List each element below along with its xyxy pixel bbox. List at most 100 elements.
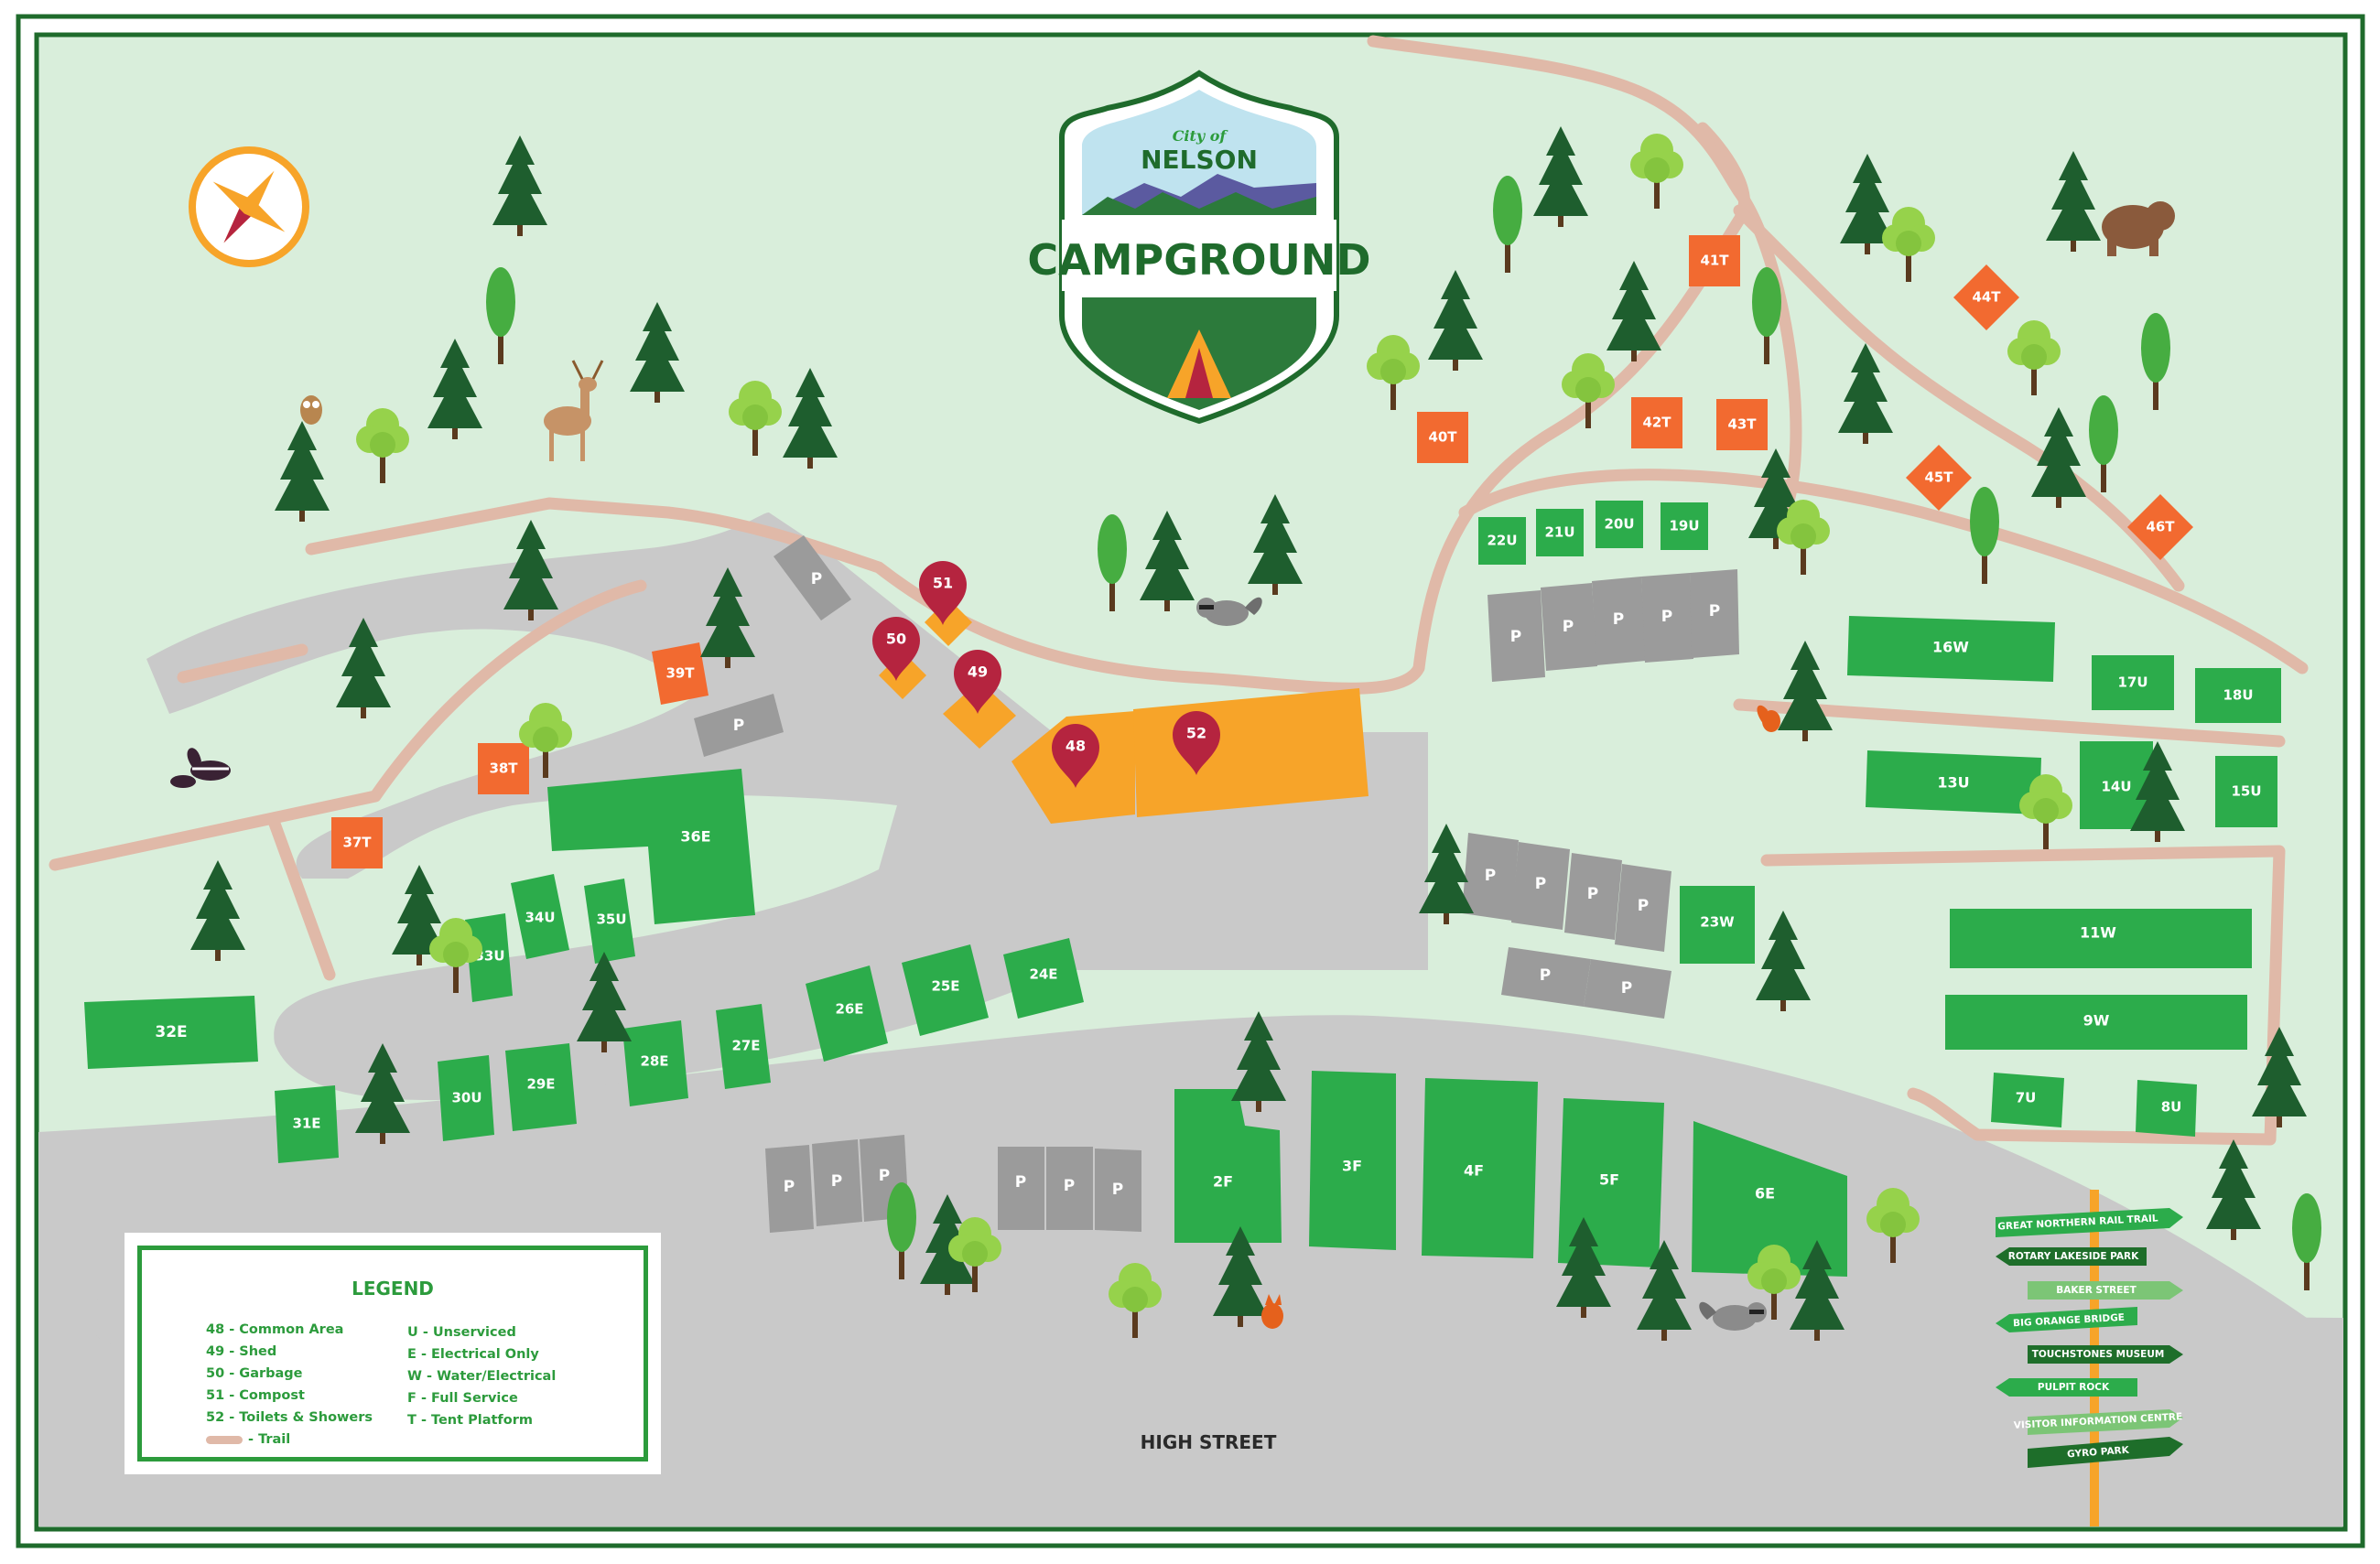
fox-icon [1261,1294,1283,1329]
marker-49[interactable]: 49 [954,650,1001,714]
svg-text:P: P [1510,628,1521,646]
parking-space[interactable]: P [1462,833,1519,921]
site-6E[interactable]: 6E [1692,1121,1847,1277]
parking-space[interactable]: P [1541,583,1597,671]
squirrel-icon [1757,705,1780,732]
site-38T[interactable]: 38T [478,743,529,794]
svg-text:8U: 8U [2161,1099,2182,1116]
parking-space[interactable]: P [1641,573,1693,663]
svg-text:20U: 20U [1604,516,1634,533]
site-2F[interactable]: 2F [1174,1089,1282,1243]
site-18U[interactable]: 18U [2195,668,2281,723]
toilets-showers-52[interactable] [1133,688,1368,817]
site-45T[interactable]: 45T [1906,445,1972,511]
svg-text:15U: 15U [2231,783,2261,800]
sign-great-northern-rail-trail[interactable]: GREAT NORTHERN RAIL TRAIL [1996,1208,2183,1237]
site-27E[interactable]: 27E [716,1004,771,1089]
parking-space[interactable]: P [1095,1149,1141,1232]
parking-space[interactable]: P [1501,947,1591,1007]
parking-space[interactable]: P [1488,590,1545,682]
parking-space[interactable]: P [1690,569,1739,658]
svg-text:P: P [784,1178,795,1196]
legend-item: E - Electrical Only [407,1347,539,1362]
site-3F[interactable]: 3F [1309,1071,1396,1250]
svg-text:43T: 43T [1727,416,1757,433]
parking-space[interactable]: P [1584,959,1671,1019]
sign-touchstones-museum[interactable]: TOUCHSTONES MUSEUM [2028,1345,2183,1364]
marker-50[interactable]: 50 [872,617,920,681]
svg-text:P: P [811,570,822,588]
site-29E[interactable]: 29E [505,1043,577,1131]
site-32E[interactable]: 32E [84,996,258,1069]
parking-space[interactable]: P [1615,864,1671,952]
site-15U[interactable]: 15U [2215,756,2277,827]
owl-icon [300,395,322,425]
sign-rotary-lakeside-park[interactable]: ROTARY LAKESIDE PARK [1996,1247,2147,1266]
sign-gyro-park[interactable]: GYRO PARK [2028,1437,2183,1468]
site-4F[interactable]: 4F [1422,1078,1538,1258]
site-34U[interactable]: 34U [511,874,569,959]
site-37T[interactable]: 37T [331,817,383,868]
site-11W[interactable]: 11W [1950,909,2252,968]
site-23W[interactable]: 23W [1680,886,1755,964]
site-33U[interactable]: 33U [465,913,513,1002]
parking-space[interactable]: P [1046,1147,1093,1230]
site-28E[interactable]: 28E [622,1020,688,1106]
svg-text:P: P [1661,608,1672,626]
site-20U[interactable]: 20U [1596,501,1643,548]
marker-48[interactable]: 48 [1052,724,1099,788]
site-30U[interactable]: 30U [438,1055,494,1141]
legend-item: 49 - Shed [206,1344,277,1359]
legend-item: U - Unserviced [407,1325,516,1340]
shed-49-pad [943,681,1016,749]
svg-text:6E: 6E [1755,1185,1775,1203]
site-21U[interactable]: 21U [1536,509,1584,556]
svg-text:11W: 11W [2080,924,2116,942]
marker-51[interactable]: 51 [919,561,967,625]
svg-text:P: P [831,1172,842,1191]
site-42T[interactable]: 42T [1631,397,1682,448]
site-44T[interactable]: 44T [1953,264,2019,330]
sign-visitor-information-centre[interactable]: VISITOR INFORMATION CENTRE [2014,1409,2183,1435]
site-25E[interactable]: 25E [902,944,989,1036]
sign-pulpit-rock[interactable]: PULPIT ROCK [1996,1378,2137,1397]
parking-space[interactable]: P [774,535,851,620]
parking-space[interactable]: P [1592,577,1646,665]
parking-space[interactable]: P [1564,853,1622,940]
site-46T[interactable]: 46T [2127,494,2193,560]
parking-space[interactable]: P [812,1139,862,1226]
parking-space[interactable]: P [1511,842,1570,930]
parking-space[interactable]: P [765,1145,814,1233]
site-16W[interactable]: 16W [1847,616,2055,682]
site-39T[interactable]: 39T [652,642,709,705]
site-24E[interactable]: 24E [1003,938,1084,1019]
site-13U[interactable]: 13U [1866,750,2041,814]
site-22U[interactable]: 22U [1478,517,1526,565]
parking-space[interactable]: P [998,1147,1044,1230]
site-26E[interactable]: 26E [806,965,888,1062]
site-19U[interactable]: 19U [1661,502,1708,550]
svg-text:18U: 18U [2223,687,2253,704]
parking-space[interactable]: P [694,694,784,757]
street-label: HIGH STREET [1140,1431,1277,1453]
site-43T[interactable]: 43T [1716,399,1768,450]
site-8U[interactable]: 8U [2136,1080,2197,1137]
svg-text:23W: 23W [1700,914,1735,931]
site-40T[interactable]: 40T [1417,412,1468,463]
site-9W[interactable]: 9W [1945,995,2247,1050]
site-7U[interactable]: 7U [1991,1073,2064,1127]
site-36E[interactable]: 36E [547,769,755,924]
marker-52[interactable]: 52 [1173,711,1220,775]
site-35U[interactable]: 35U [584,879,635,964]
svg-text:17U: 17U [2117,674,2147,691]
svg-text:39T: 39T [665,665,695,682]
svg-text:19U: 19U [1669,518,1699,534]
sign-baker-street[interactable]: BAKER STREET [2028,1281,2183,1300]
site-41T[interactable]: 41T [1689,235,1740,286]
svg-text:42T: 42T [1642,415,1671,431]
site-31E[interactable]: 31E [275,1085,339,1163]
svg-text:5F: 5F [1599,1171,1619,1189]
sign-big-orange-bridge[interactable]: BIG ORANGE BRIDGE [1996,1307,2137,1332]
site-17U[interactable]: 17U [2092,655,2174,710]
svg-text:52: 52 [1186,725,1206,742]
